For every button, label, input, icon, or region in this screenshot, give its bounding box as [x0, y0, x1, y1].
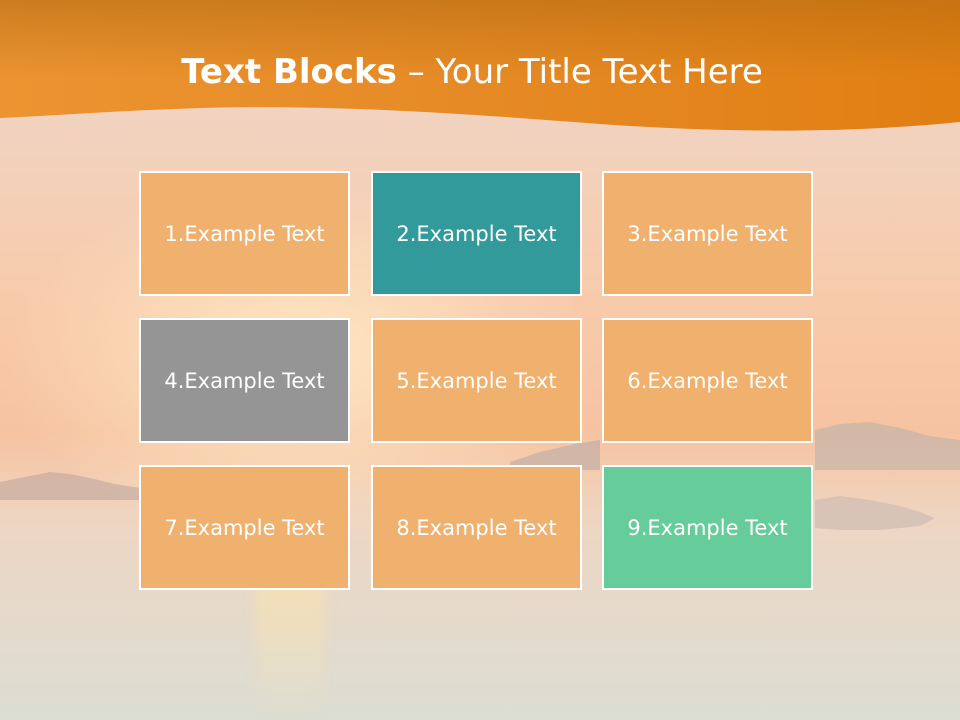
text-block-label: 1.Example Text — [164, 221, 325, 246]
text-block-label: 3.Example Text — [627, 221, 788, 246]
text-block-label: 6.Example Text — [627, 368, 788, 393]
text-block-8: 8.Example Text — [371, 465, 582, 590]
text-block-label: 9.Example Text — [627, 515, 788, 540]
text-block-1: 1.Example Text — [139, 171, 350, 296]
text-block-label: 4.Example Text — [164, 368, 325, 393]
text-block-4: 4.Example Text — [139, 318, 350, 443]
title-bold-part: Text Blocks — [181, 52, 397, 92]
text-block-2: 2.Example Text — [371, 171, 582, 296]
text-block-label: 2.Example Text — [396, 221, 557, 246]
text-block-label: 7.Example Text — [164, 515, 325, 540]
header-band — [0, 0, 960, 131]
text-block-5: 5.Example Text — [371, 318, 582, 443]
sun-reflection — [255, 580, 325, 720]
text-block-9: 9.Example Text — [602, 465, 813, 590]
slide-title: Text Blocks – Your Title Text Here — [0, 52, 944, 92]
text-block-7: 7.Example Text — [139, 465, 350, 590]
text-block-label: 8.Example Text — [396, 515, 557, 540]
text-block-label: 5.Example Text — [396, 368, 557, 393]
text-block-3: 3.Example Text — [602, 171, 813, 296]
title-separator: – — [396, 52, 436, 92]
title-regular-part: Your Title Text Here — [435, 52, 763, 92]
text-block-6: 6.Example Text — [602, 318, 813, 443]
